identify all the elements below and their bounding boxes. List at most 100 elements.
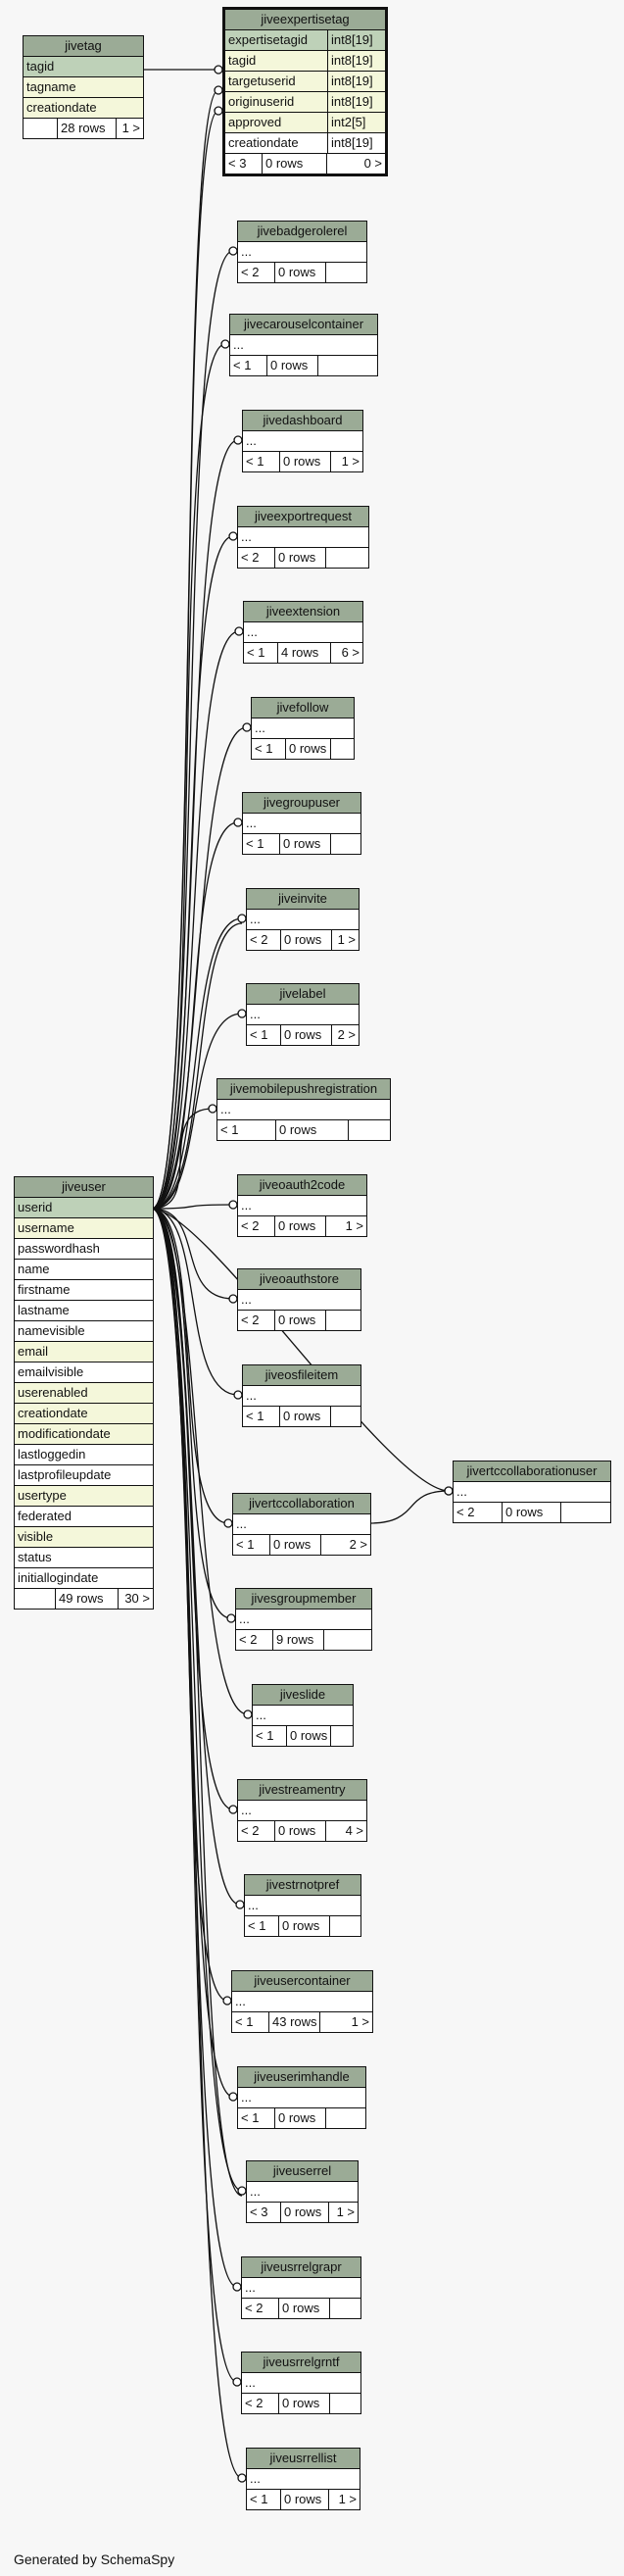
table-title[interactable]: jiveslide: [253, 1685, 353, 1706]
parents-count: < 2: [238, 548, 275, 568]
table-title[interactable]: jivefollow: [252, 698, 354, 718]
elided-columns: ...: [252, 718, 354, 739]
table-title[interactable]: jiveextension: [244, 602, 362, 622]
relationship-line: [151, 922, 243, 1210]
children-count: 1 >: [341, 454, 360, 469]
table-title[interactable]: jivesgroupmember: [236, 1589, 371, 1610]
table-title[interactable]: jiveusercontainer: [232, 1971, 372, 1992]
row-count: 0 rows: [280, 834, 331, 854]
table-title[interactable]: jivemobilepushregistration: [217, 1079, 390, 1100]
table-title[interactable]: jivetag: [24, 36, 143, 57]
table-title[interactable]: jiveoauthstore: [238, 1269, 360, 1290]
parents-count: < 2: [236, 1630, 273, 1650]
parents-count: [24, 119, 58, 138]
relationship-line: [151, 1208, 243, 2479]
elided-columns: ...: [230, 335, 377, 356]
column-name: visible: [18, 1529, 54, 1544]
children-count: 1 >: [121, 121, 140, 135]
table-title[interactable]: jivestrnotpref: [245, 1875, 360, 1896]
table-title[interactable]: jiveusrrelgrapr: [242, 2257, 360, 2278]
table-title[interactable]: jiveexportrequest: [238, 507, 368, 527]
table-title[interactable]: jiveoauth2code: [238, 1175, 366, 1196]
row-count: 0 rows: [281, 2490, 329, 2509]
table-title[interactable]: jivebadgerolerel: [238, 222, 366, 242]
elided-marker: ...: [220, 1102, 231, 1116]
table-title[interactable]: jivegroupuser: [243, 793, 360, 814]
table-title[interactable]: jivertccollaborationuser: [454, 1461, 610, 1482]
parents-count: < 2: [242, 2299, 279, 2318]
relationship-end-marker: [233, 817, 243, 827]
relationship-line: [151, 1208, 238, 2288]
table-title[interactable]: jiveuserrel: [247, 2161, 358, 2182]
table-title[interactable]: jiveusrrelgrntf: [242, 2353, 360, 2373]
elided-columns: ...: [217, 1100, 390, 1120]
table-title[interactable]: jiveexpertisetag: [225, 10, 385, 30]
parents-count: < 3: [247, 2203, 281, 2222]
row-count: 0 rows: [263, 154, 327, 173]
parents-count: < 2: [238, 1216, 275, 1236]
table-title[interactable]: jiveinvite: [247, 889, 359, 910]
children-count: 4 >: [345, 1823, 363, 1838]
row-count: 0 rows: [279, 2299, 330, 2318]
table-title[interactable]: jivelabel: [247, 984, 359, 1005]
table-title[interactable]: jiveuser: [15, 1177, 153, 1198]
elided-columns: ...: [242, 2373, 360, 2394]
table-title[interactable]: jiveosfileitem: [243, 1365, 360, 1386]
parents-count: < 2: [238, 263, 275, 282]
relationship-line: [151, 1208, 229, 1524]
relationship-line: [151, 1208, 243, 2197]
table-title[interactable]: jiveuserimhandle: [238, 2067, 365, 2088]
table-title[interactable]: jivedashboard: [243, 411, 362, 431]
elided-columns: ...: [243, 1386, 360, 1407]
table-title[interactable]: jiveusrrellist: [247, 2449, 360, 2469]
column-name: name: [18, 1262, 50, 1276]
relationship-line: [151, 1108, 214, 1210]
parents-count: < 3: [225, 154, 263, 173]
table-title[interactable]: jivertccollaboration: [233, 1494, 370, 1514]
relationship-end-marker: [228, 1805, 238, 1814]
table-title[interactable]: jivecarouselcontainer: [230, 315, 377, 335]
relationship-end-marker: [214, 65, 223, 74]
row-count: 0 rows: [281, 2203, 329, 2222]
table-title[interactable]: jivestreamentry: [238, 1780, 366, 1801]
